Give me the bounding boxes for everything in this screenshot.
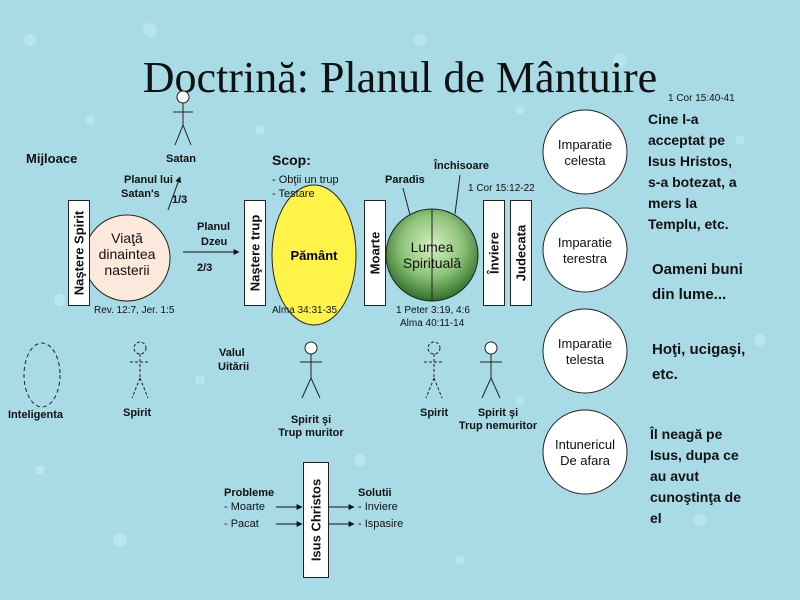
nastere-trup-box: Naştere trup	[244, 200, 266, 306]
paradis-pointer	[402, 187, 411, 216]
valul-1: Valul	[219, 347, 245, 359]
spirit-trup-muritor-figure	[300, 341, 322, 399]
peter-ref-1: 1 Peter 3:19, 4:6	[396, 305, 470, 316]
paradis-label: Paradis	[385, 174, 425, 186]
fraction-1-3: 1/3	[172, 194, 188, 206]
solutii-item-2: - Ispasire	[358, 518, 404, 530]
inviere-label: Înviere	[486, 232, 502, 274]
probleme-item-2: - Pacat	[224, 518, 259, 530]
kingdom-2-desc: Oameni buni din lume...	[652, 261, 743, 303]
satan-figure	[173, 90, 193, 146]
isus-box: Isus Christos	[303, 462, 329, 578]
planul-satan-2: Satan's	[121, 188, 160, 200]
planul-dzeu-2: Dzeu	[201, 236, 228, 248]
spirit-trup-nemuritor-figure	[480, 341, 502, 399]
solutii-label: Solutii	[358, 487, 392, 499]
judecata-box: Judecata	[510, 200, 532, 306]
fraction-2-3: 2/3	[197, 262, 213, 274]
kingdom-circle-4	[542, 409, 628, 495]
planul-satan-1: Planul lui	[124, 174, 173, 186]
cor-ref: 1 Cor 15:12-22	[468, 183, 535, 194]
kingdom-4-label: Intunericul De afara	[555, 437, 615, 468]
planul-dzeu-1: Planul	[197, 221, 231, 233]
spirit-trup-nemuritor-label: Spirit şi Trup nemuritor	[458, 407, 538, 432]
kingdom-3-label: Imparatie telesta	[557, 336, 613, 367]
mijloace-label: Mijloace	[26, 151, 78, 166]
spirit-trup-muritor-label: Spirit şi Trup muritor	[278, 414, 344, 439]
inchisoare-pointer	[454, 174, 461, 215]
moarte-label: Moarte	[367, 231, 383, 275]
inviere-box: Înviere	[483, 200, 505, 306]
inteligenta-shape	[23, 342, 61, 408]
inteligenta-label: Inteligenta	[8, 409, 64, 421]
isus-label: Isus Christos	[308, 478, 324, 562]
inchisoare-label: Închisoare	[434, 160, 490, 172]
spirit2-figure	[424, 341, 444, 399]
judecata-label: Judecata	[513, 224, 529, 282]
scop-label: Scop:	[272, 152, 311, 168]
probleme-label: Probleme	[224, 487, 275, 499]
nastere-trup-label: Naştere trup	[247, 214, 263, 292]
nastere-spirit-label: Naştere Spirit	[71, 210, 87, 296]
kingdom-circle-3	[542, 308, 628, 394]
page-title: Doctrină: Planul de Mântuire	[142, 53, 658, 102]
kingdom-1-desc: Cine l-a acceptat pe Isus Hristos, s-a b…	[648, 111, 737, 232]
scop-item-2: - Testare	[272, 188, 315, 200]
solutii-item-1: - Inviere	[358, 501, 398, 513]
rev-ref: Rev. 12:7, Jer. 1:5	[94, 305, 175, 316]
kingdom-2-label: Imparatie terestra	[557, 235, 613, 266]
moarte-box: Moarte	[364, 200, 386, 306]
alma-ref: Alma 34:31-35	[272, 305, 338, 316]
spirit2-label: Spirit	[420, 407, 449, 419]
valul-2: Uitării	[218, 361, 250, 373]
kingdom-1-label: Imparatie celesta	[557, 137, 613, 168]
arrow-satan	[167, 176, 181, 211]
spirit-label: Spirit	[123, 407, 152, 419]
ref-top: 1 Cor 15:40-41	[668, 93, 735, 104]
viata-label: Viaţă dinaintea nasterii	[98, 230, 156, 278]
scop-item-1: - Obţii un trup	[272, 174, 339, 186]
lumea-label: Lumea Spirituală	[402, 239, 462, 271]
satan-label: Satan	[166, 153, 196, 165]
kingdom-4-desc: Îl neagă pe Isus, dupa ce au avut cunoşt…	[650, 426, 742, 526]
kingdom-3-desc: Hoţi, ucigaşi, etc.	[652, 341, 746, 383]
pamant-label: Pământ	[290, 248, 338, 263]
kingdom-circle-2	[542, 207, 628, 293]
spirit-figure	[130, 341, 150, 399]
peter-ref-2: Alma 40:11-14	[400, 318, 465, 329]
pamant-ellipse	[271, 184, 357, 326]
probleme-item-1: - Moarte	[224, 501, 265, 513]
kingdom-circle-1	[542, 109, 628, 195]
nastere-spirit-box: Naştere Spirit	[68, 200, 90, 306]
